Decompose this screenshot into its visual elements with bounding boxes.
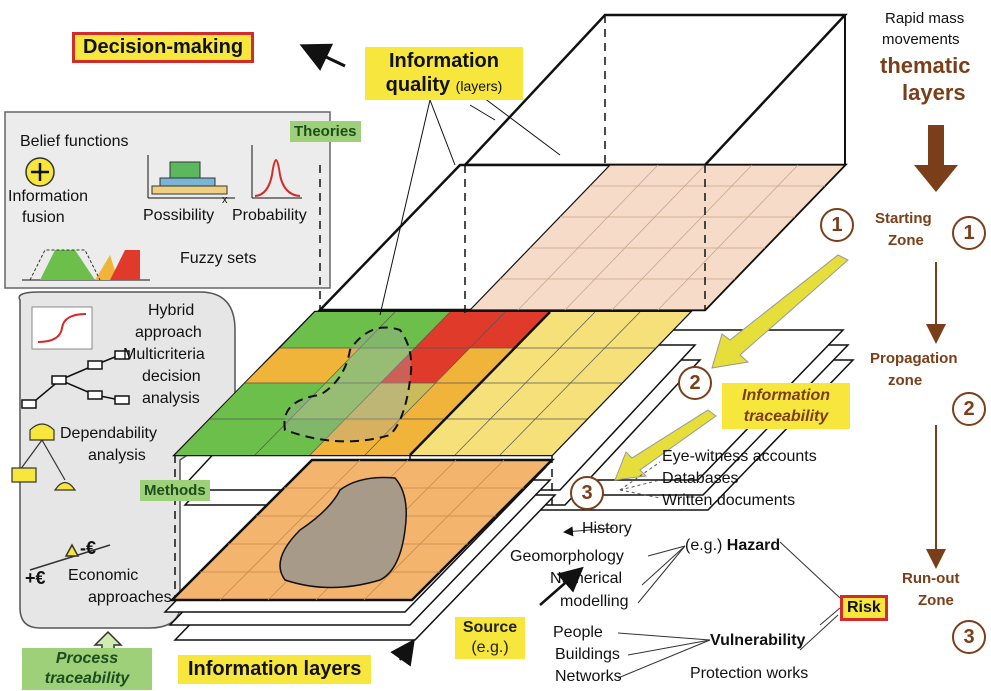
history-label: History bbox=[582, 520, 632, 537]
dep-label-2: analysis bbox=[88, 447, 146, 464]
circle-2-right: 2 bbox=[952, 392, 986, 426]
iq-small: (layers) bbox=[455, 78, 503, 94]
decision-arrow bbox=[299, 43, 346, 71]
source-box: Source (e.g.) bbox=[455, 617, 525, 659]
risk-box: Risk bbox=[840, 595, 888, 621]
quality-layer bbox=[172, 310, 693, 457]
eco-label-1: Economic bbox=[68, 567, 139, 584]
mc-label-1: Multicriteria bbox=[123, 346, 205, 363]
possibility-label: Possibility bbox=[143, 207, 215, 224]
euro-minus: -€ bbox=[80, 538, 97, 558]
dependability-icon bbox=[11, 423, 77, 491]
buildings-label: Buildings bbox=[555, 646, 620, 663]
probability-icon bbox=[251, 145, 302, 199]
fusion-label-2: fusion bbox=[22, 209, 65, 226]
prop-2: zone bbox=[888, 372, 923, 389]
theories-badge: Theories bbox=[290, 121, 361, 142]
it-1: Information bbox=[742, 387, 830, 404]
circle-3-right: 3 bbox=[952, 620, 986, 654]
it-2: traceability bbox=[743, 408, 829, 425]
hazard-layer bbox=[168, 458, 556, 602]
probability-label: Probability bbox=[232, 207, 307, 224]
circle-1-left: 1 bbox=[820, 208, 854, 242]
hazard-prefix: (e.g.) bbox=[685, 537, 723, 554]
geomorph-label: Geomorphology bbox=[510, 548, 624, 565]
start-1: Starting bbox=[875, 210, 932, 227]
pt-2: traceability bbox=[44, 670, 130, 687]
circle-2-left: 2 bbox=[678, 366, 712, 400]
info-quality-box: Information quality (layers) bbox=[365, 47, 523, 100]
mc-label-2: decision bbox=[142, 368, 201, 385]
eyewitness-label: Eye-witness accounts bbox=[662, 448, 817, 465]
run-2: Zone bbox=[918, 592, 954, 609]
modelling-label: modelling bbox=[560, 593, 629, 610]
thematic-2: layers bbox=[902, 80, 966, 105]
thematic-1: thematic bbox=[880, 53, 971, 78]
iq-main: Information bbox=[389, 50, 499, 72]
process-traceability-box: Process traceability bbox=[22, 648, 152, 690]
information-layers-box: Information layers bbox=[178, 655, 372, 684]
thematic-arrow bbox=[914, 125, 958, 192]
protection-label: Protection works bbox=[690, 665, 809, 682]
fuzzy-icon bbox=[22, 249, 150, 281]
circle-1-right: 1 bbox=[952, 216, 986, 250]
iq-bold2: quality bbox=[385, 74, 451, 96]
networks-label: Networks bbox=[555, 668, 622, 685]
possibility-icon bbox=[147, 155, 235, 199]
prop-1: Propagation bbox=[870, 350, 958, 367]
pt-1: Process bbox=[55, 650, 119, 667]
fusion-label-1: Information bbox=[8, 188, 89, 205]
written-label: Written documents bbox=[662, 492, 796, 509]
source-eg: (e.g.) bbox=[471, 639, 509, 656]
fuzzy-label: Fuzzy sets bbox=[180, 250, 257, 267]
run-1: Run-out bbox=[902, 570, 960, 587]
belief-label: Belief functions bbox=[20, 133, 129, 150]
hybrid-label-1: Hybrid bbox=[148, 302, 195, 319]
traceability-arrows bbox=[614, 254, 849, 481]
hazard-label: (e.g.) Hazard bbox=[685, 537, 780, 555]
numerical-label: Numerical bbox=[550, 570, 623, 587]
people-label: People bbox=[553, 624, 603, 641]
methods-badge: Methods bbox=[140, 480, 210, 501]
source-word: Source bbox=[462, 619, 518, 636]
vulnerability-label: Vulnerability bbox=[710, 632, 806, 649]
rmm-1: Rapid mass bbox=[885, 10, 965, 27]
hazard-word: Hazard bbox=[726, 537, 781, 554]
decision-making-box: Decision-making bbox=[72, 32, 255, 63]
info-traceability-box: Information traceability bbox=[722, 383, 850, 429]
euro-plus: +€ bbox=[25, 568, 46, 588]
start-2: Zone bbox=[888, 232, 924, 249]
decision-tree-icon bbox=[21, 350, 130, 409]
databases-label: Databases bbox=[662, 470, 739, 487]
scale-icon bbox=[29, 543, 111, 571]
hybrid-label-2: approach bbox=[135, 324, 202, 341]
eco-label-2: approaches bbox=[88, 589, 172, 606]
possibility-x: x bbox=[222, 194, 228, 206]
circle-3-left: 3 bbox=[570, 476, 604, 510]
mc-label-3: analysis bbox=[142, 390, 200, 407]
dep-label-1: Dependability bbox=[60, 425, 157, 442]
rmm-2: movements bbox=[882, 31, 960, 48]
